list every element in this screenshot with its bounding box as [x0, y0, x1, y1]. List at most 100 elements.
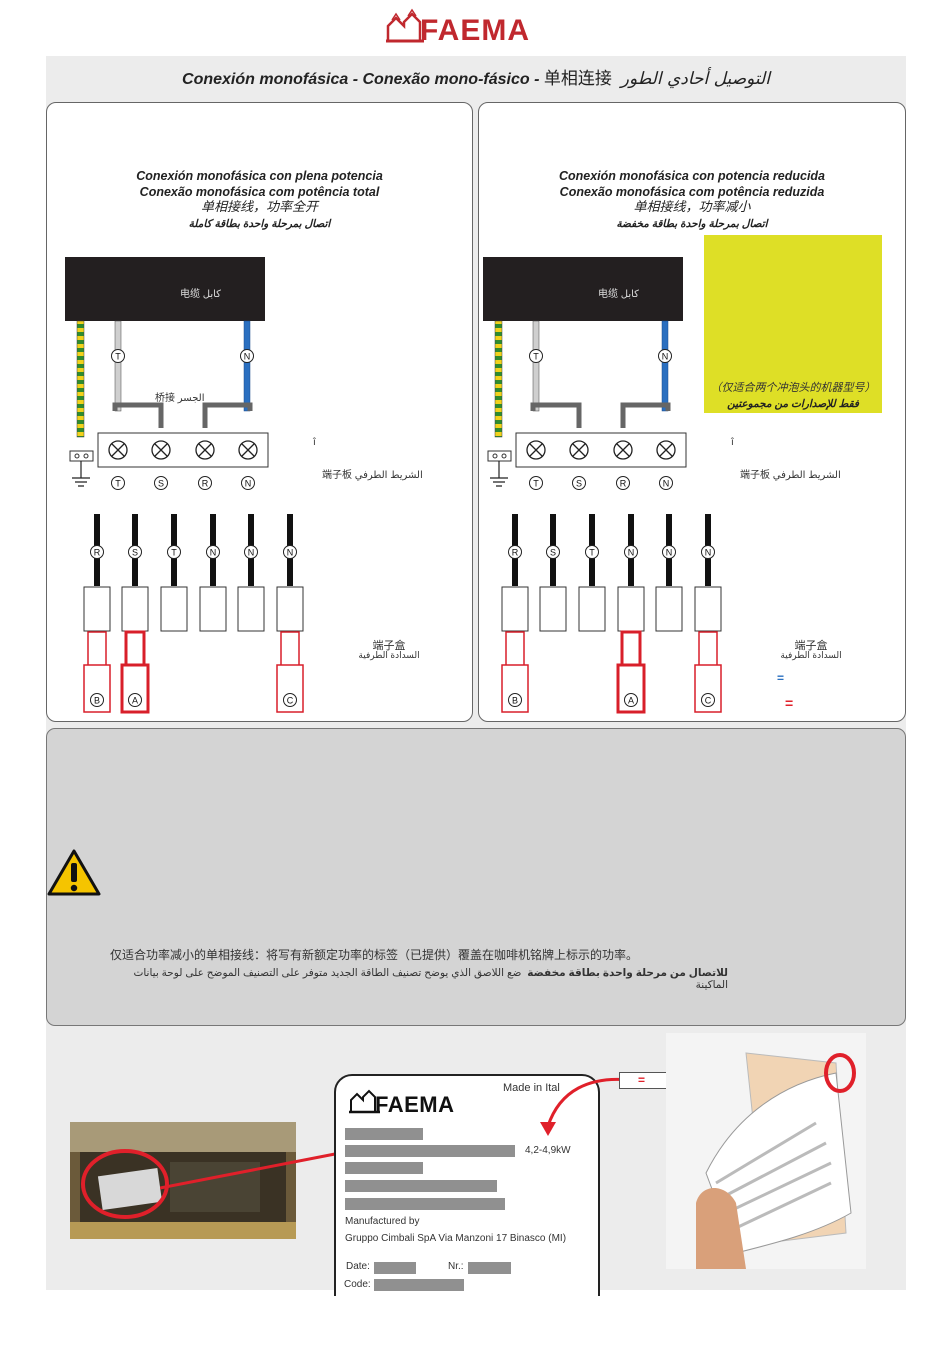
bridge-2: [620, 402, 671, 428]
box-tag-5-circle: [283, 545, 297, 559]
connector-tag-1: A: [132, 696, 138, 706]
box-slot-5: [276, 586, 304, 632]
reduced-power-heading: Conexión monofásica con potencia reducid…: [558, 169, 826, 230]
plate-power: 4,2-4,9kW: [525, 1145, 571, 1156]
board-tag-0: T: [533, 479, 539, 489]
cable-label-right: 电缆 كابل: [598, 289, 639, 300]
plate-date-value: [374, 1262, 416, 1274]
box-tag-2: T: [589, 548, 595, 558]
screw-cross-0: [529, 443, 543, 457]
box-slot-4: [237, 586, 265, 632]
cable-tag-n: N: [662, 352, 669, 362]
box-slot-4: [655, 586, 683, 632]
connector-top-0: [505, 631, 525, 668]
connector-tag-2-circle: [701, 693, 715, 707]
earth-terminal: [69, 450, 94, 462]
cable-label-left: 电缆 كابل: [180, 289, 221, 300]
board-tag-0-circle: [111, 476, 125, 490]
warning-icon: [47, 849, 101, 896]
box-tag-3-circle: [206, 545, 220, 559]
screw-cross-2: [198, 443, 212, 457]
box-slot-2: [578, 586, 606, 632]
two-group-note-ar: فقط للإصدارات من مجموعتين: [727, 398, 859, 410]
eq-red: =: [785, 695, 794, 711]
cable-tag-t: T: [533, 352, 539, 362]
earth-screw-b: [501, 453, 507, 459]
earth-screw-b: [83, 453, 89, 459]
connector-top-1: [124, 630, 146, 669]
screw-cross-3: [241, 443, 255, 457]
box-tag-1: S: [132, 548, 138, 558]
connector-tag-0: B: [94, 696, 100, 706]
terminal-board-label-left: 端子板 الشريط الطرفي: [322, 470, 423, 481]
board-tag-1: S: [158, 479, 164, 489]
screw-cross-1: [154, 443, 168, 457]
box-slot-1: [121, 586, 149, 632]
box-tag-5: N: [287, 548, 294, 558]
plate-redacted-1: [345, 1128, 423, 1140]
phase-wire: [532, 320, 540, 412]
connector-tag-2: C: [287, 696, 294, 706]
plate-cut-edge: [330, 1296, 610, 1326]
terminal-board-label-right: 端子板 الشريط الطرفي: [740, 470, 841, 481]
bridge-label: 桥接 الجسر: [155, 393, 205, 404]
box-slot-2: [160, 586, 188, 632]
plate-code-value: [374, 1279, 464, 1291]
brand-logo-text: FAEMA: [420, 14, 530, 47]
box-tag-0: R: [94, 548, 101, 558]
neutral-wire: [661, 320, 669, 412]
box-tag-3: N: [210, 548, 217, 558]
cable-tag-t-circle: [111, 349, 125, 363]
bridge-1: [112, 402, 164, 428]
machine-photo: [70, 1122, 296, 1239]
board-tag-3-circle: [659, 476, 673, 490]
earth-screw-a: [492, 453, 498, 459]
box-slot-1: [539, 586, 567, 632]
callout-line-left: [160, 1152, 336, 1190]
connector-tag-1: A: [628, 696, 634, 706]
plate-logo-icon: [349, 1089, 380, 1114]
plate-redacted-2: [345, 1145, 515, 1157]
board-tag-0: T: [115, 479, 121, 489]
terminal-box-ar-left: السدادة الطرفية: [358, 650, 420, 660]
ground-symbol: [490, 461, 508, 487]
connector-tag-0: B: [512, 696, 518, 706]
board-tag-2: R: [620, 479, 627, 489]
warning-text-cn: 仅适合功率减小的单相接线：将写有新额定功率的标签（已提供）覆盖在咖啡机铭牌上标示…: [110, 948, 639, 962]
box-slot-3: [199, 586, 227, 632]
cable-block: [483, 257, 683, 321]
manual-photo: [666, 1033, 866, 1269]
box-tag-3-circle: [624, 545, 638, 559]
board-tag-2-circle: [198, 476, 212, 490]
box-slot-3: [617, 586, 645, 632]
two-group-note-cn: （仅适合两个冲泡头的机器型号）: [710, 381, 876, 394]
connector-top-0: [87, 631, 107, 668]
plate-manufacturer: Gruppo Cimbali SpA Via Manzoni 17 Binasc…: [345, 1233, 567, 1244]
box-tag-5: N: [705, 548, 712, 558]
board-tag-1: S: [576, 479, 582, 489]
plate-redacted-4: [345, 1180, 497, 1192]
board-tag-3-circle: [241, 476, 255, 490]
warning-panel: [46, 728, 906, 1026]
full-power-heading: Conexión monofásica con plena potencia C…: [136, 169, 383, 230]
box-tag-1-circle: [128, 545, 142, 559]
plate-logo-text: FAEMA: [375, 1092, 455, 1117]
connector-top-1: [620, 630, 642, 669]
neutral-wire: [243, 320, 251, 412]
box-slot-5: [694, 586, 722, 632]
plate-manufactured-by: Manufactured by: [345, 1216, 420, 1227]
bridge-1: [530, 402, 582, 428]
cable-block: [65, 257, 265, 321]
box-tag-1-circle: [546, 545, 560, 559]
connector-top-2: [698, 631, 718, 668]
board-tag-0-circle: [529, 476, 543, 490]
phase-wire: [114, 320, 122, 412]
earth-wire: [494, 320, 503, 438]
connector-tag-0-circle: [508, 693, 522, 707]
plate-nr-value: [468, 1262, 511, 1274]
connector-tag-1-circle: [128, 693, 142, 707]
page-title: Conexión monofásica - Conexão mono-fásic…: [182, 69, 770, 89]
board-tag-3: N: [245, 479, 252, 489]
plate-redacted-3: [345, 1162, 423, 1174]
